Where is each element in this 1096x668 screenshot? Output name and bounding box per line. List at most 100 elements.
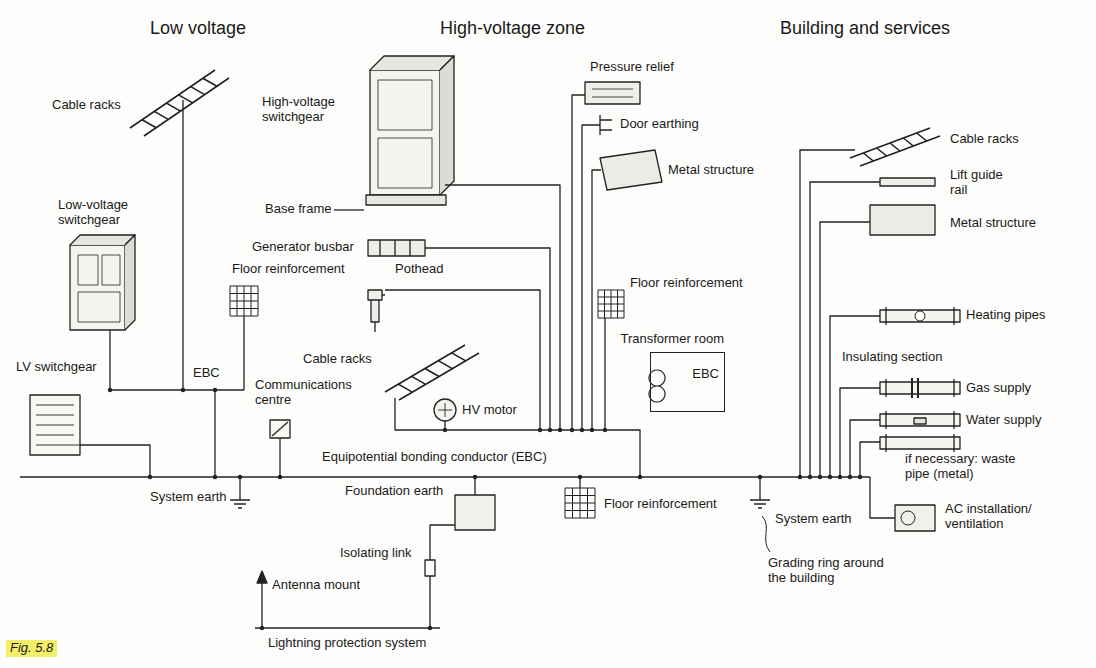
bonding-wire	[592, 170, 601, 430]
junction-dot	[443, 428, 447, 432]
part-label: Heating pipes	[966, 308, 1046, 323]
junction-dot	[580, 428, 584, 432]
part-label: Floor reinforcement	[232, 262, 345, 277]
floor-reinforcement	[230, 286, 258, 316]
zone-heading: Low voltage	[150, 18, 246, 39]
switchgear-panel	[78, 255, 120, 322]
bonding-wire	[110, 330, 244, 390]
junction-dot	[848, 475, 852, 479]
insulating-section	[912, 378, 918, 398]
floor-reinforcement	[565, 488, 595, 518]
junction-dot	[798, 475, 802, 479]
cable-rack	[130, 70, 229, 136]
bonding-wire	[759, 477, 760, 500]
junction-dot	[278, 475, 282, 479]
motor-detail	[438, 403, 452, 417]
bonding-wire	[582, 125, 600, 430]
junction-dot	[428, 626, 432, 630]
room-heading: Transformer room	[620, 332, 724, 347]
base-frame	[366, 195, 446, 205]
part-label: Water supply	[966, 413, 1041, 428]
part-label: Gas supply	[966, 381, 1031, 396]
junction-dot	[818, 475, 822, 479]
junction-dot	[548, 428, 552, 432]
water-meter	[914, 418, 926, 424]
part-label: System earth	[775, 512, 852, 527]
part-label: Pothead	[395, 262, 443, 277]
part-label: Low-voltage switchgear	[58, 198, 148, 228]
bonding-wire	[20, 476, 870, 477]
part-label: Foundation earth	[345, 484, 443, 499]
gas-pipe	[880, 382, 960, 394]
lv-switchgear-cabinet	[70, 235, 135, 245]
water-pipe	[886, 411, 954, 429]
junction-dot	[838, 475, 842, 479]
earth-symbol	[230, 500, 250, 508]
bonding-wire	[239, 477, 240, 500]
metal-structure	[870, 205, 935, 235]
cable-rack	[385, 345, 479, 400]
pressure-relief	[585, 82, 640, 104]
earth-symbol	[750, 500, 770, 508]
junction-dot	[238, 475, 242, 479]
junction-dot	[213, 475, 217, 479]
bonding-wire	[870, 477, 895, 518]
bonding-wire	[334, 209, 364, 210]
bonding-wire	[80, 445, 150, 477]
part-label: AC installation/ ventilation	[945, 502, 1050, 532]
heating-pipe	[880, 310, 960, 322]
junction-dot	[473, 475, 477, 479]
isolating-link	[425, 560, 435, 576]
pressure-relief	[592, 89, 633, 97]
junction-dot	[558, 428, 562, 432]
hv-switchgear-cabinet	[440, 56, 454, 195]
part-label: Cable racks	[950, 132, 1019, 147]
zone-heading: Building and services	[780, 18, 950, 39]
part-label: Door earthing	[620, 117, 699, 132]
bonding-wire	[395, 398, 640, 477]
floor-reinforcement	[598, 290, 624, 318]
part-label: Lightning protection system	[268, 636, 426, 651]
junction-dot	[808, 475, 812, 479]
bonding-label: EBC	[692, 367, 719, 382]
lv-switchgear-cabinet	[70, 245, 125, 330]
gas-pipe	[886, 379, 954, 397]
ac-unit	[895, 505, 935, 531]
room-box: Transformer roomEBC	[650, 352, 725, 412]
part-label: Floor reinforcement	[630, 276, 743, 291]
bonding-wire	[385, 290, 540, 430]
bonding-wire	[445, 185, 560, 430]
bonding-wire	[182, 100, 183, 390]
bonding-wire	[850, 420, 880, 477]
part-label: Cable racks	[52, 98, 121, 113]
bonding-wire	[214, 390, 215, 477]
part-label: if necessary: waste pipe (metal)	[905, 452, 1025, 482]
bonding-wire	[261, 583, 262, 628]
junction-dot	[828, 475, 832, 479]
part-label: LV switchgear	[16, 360, 97, 375]
lv-switchgear-diagram	[30, 395, 80, 455]
water-pipe	[880, 414, 960, 426]
part-label: Pressure relief	[590, 60, 674, 75]
antenna-arrow	[257, 571, 267, 583]
junction-dot	[590, 428, 594, 432]
bonding-wire	[429, 576, 430, 628]
junction-dot	[603, 428, 607, 432]
transformer-symbol	[649, 370, 665, 402]
generator-busbar	[368, 240, 425, 256]
foundation-earth	[455, 495, 495, 530]
heating-pipe	[886, 307, 954, 325]
bonding-wire	[474, 477, 475, 495]
illustration-group	[20, 56, 960, 630]
bonding-wire	[840, 388, 880, 477]
part-label: Insulating section	[842, 350, 942, 365]
junction-dot	[538, 428, 542, 432]
part-label: Cable racks	[303, 352, 372, 367]
part-label: High-voltage switchgear	[262, 95, 357, 125]
valve	[915, 311, 925, 321]
part-label: Grading ring around the building	[768, 556, 893, 586]
cable-rack	[850, 128, 940, 166]
part-label: Base frame	[265, 202, 331, 217]
zone-heading: High-voltage zone	[440, 18, 585, 39]
bonding-wire	[800, 150, 855, 477]
